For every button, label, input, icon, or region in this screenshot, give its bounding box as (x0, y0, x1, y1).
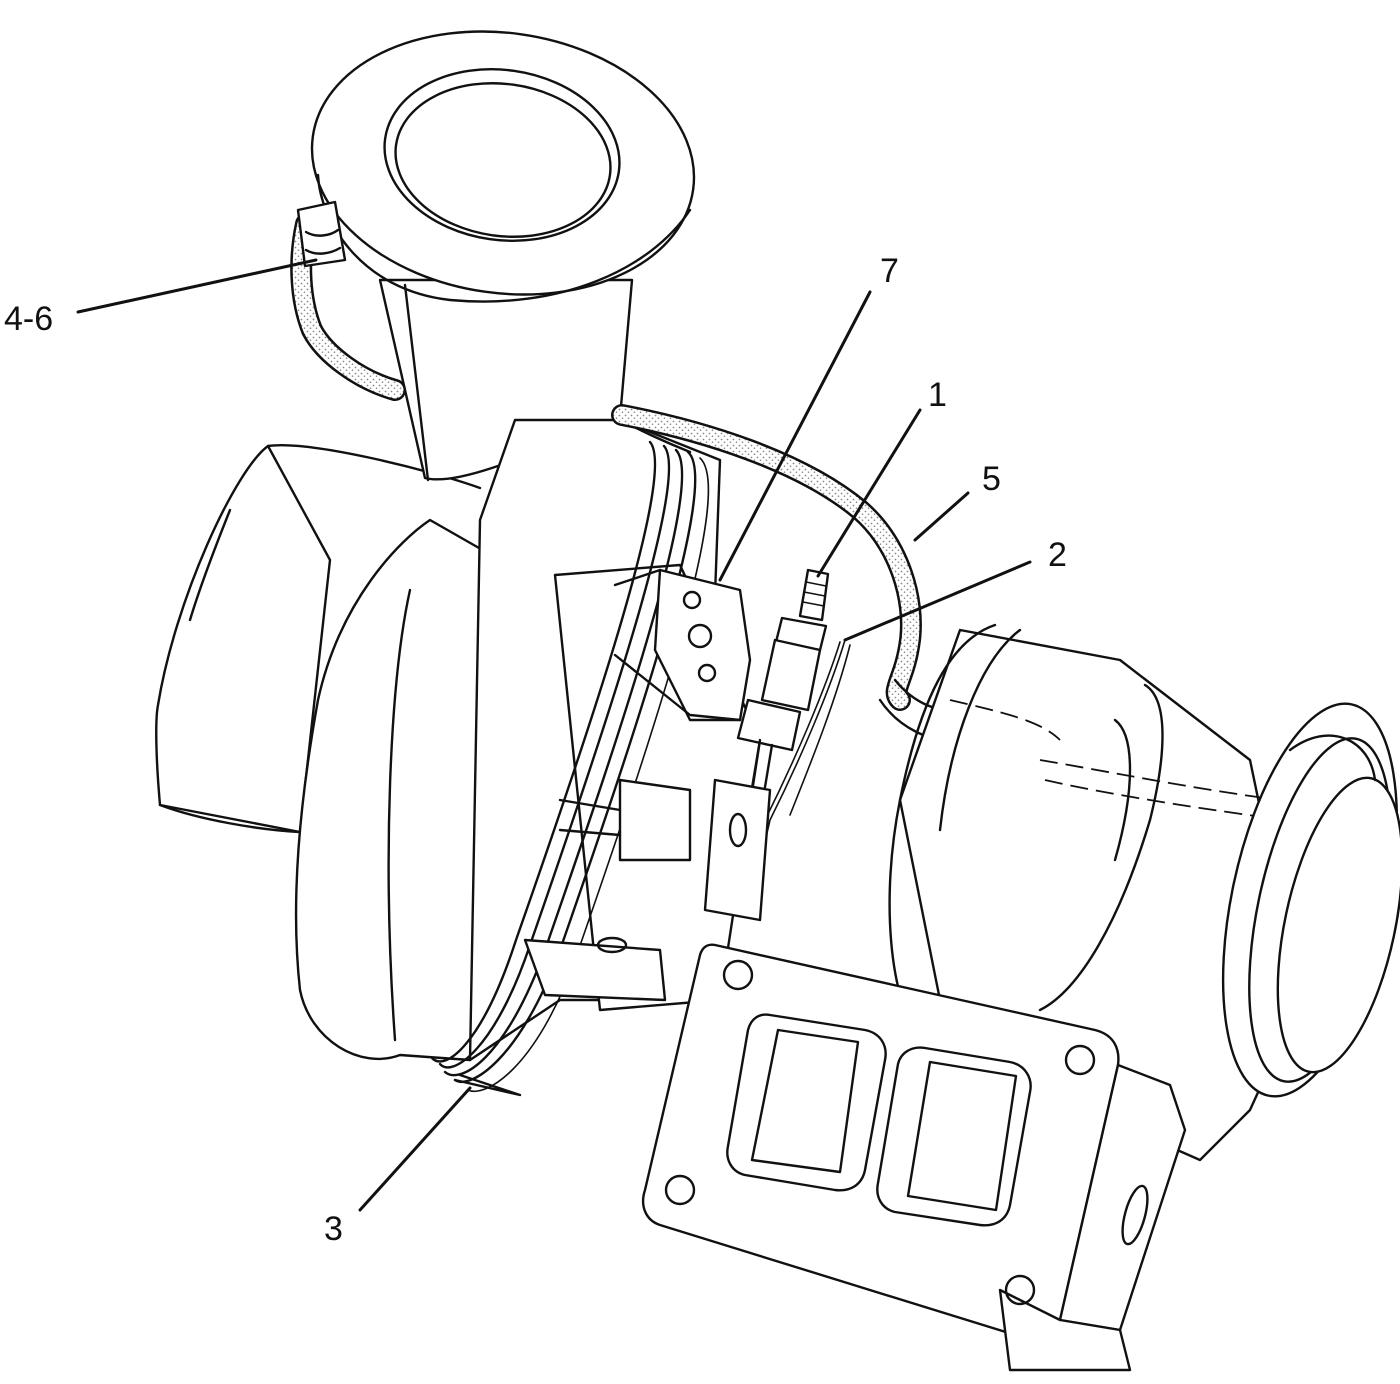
callout-labels: 4-6 7 1 5 2 3 (4, 252, 1067, 1248)
compressor-housing (155, 444, 502, 1062)
compressor-inlet (310, 30, 696, 482)
actuator-rod (523, 778, 772, 1002)
leader-5 (913, 491, 970, 542)
callout-2: 2 (1048, 536, 1067, 574)
turbine-outlet-flange (1221, 702, 1400, 1098)
callout-4-6: 4-6 (4, 300, 53, 338)
actuator-bracket (613, 568, 752, 722)
callout-3: 3 (324, 1210, 343, 1248)
leader-1 (816, 408, 922, 578)
leader-lines (76, 258, 1032, 1212)
callout-5: 5 (982, 460, 1001, 498)
leader-3 (358, 1086, 472, 1212)
callout-1: 1 (928, 376, 947, 414)
leader-2 (843, 560, 1032, 642)
turbine-inlet-flange (641, 943, 1187, 1372)
callout-7: 7 (880, 252, 899, 290)
leader-7 (718, 290, 872, 582)
leader-4-6 (76, 258, 318, 314)
left-oil-line (290, 200, 406, 401)
